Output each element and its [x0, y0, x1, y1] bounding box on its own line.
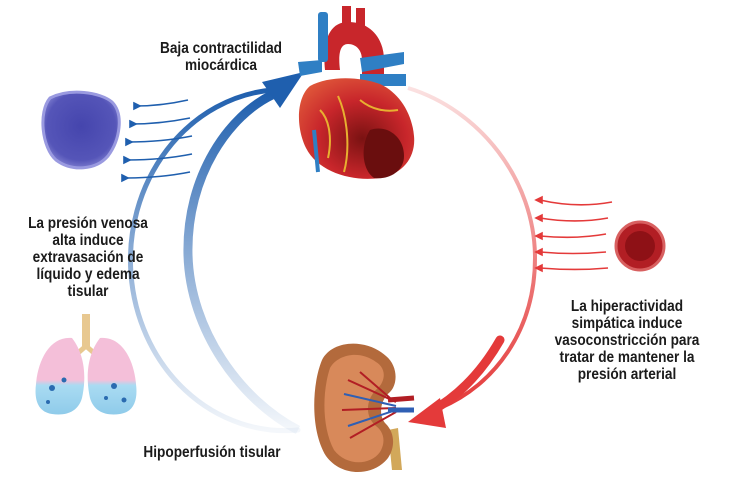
blue-arrowhead [262, 72, 304, 108]
red-arrowhead [408, 398, 446, 428]
label-sympathetic-vasoconstriction: La hiperactividad simpática induce vasoc… [535, 298, 720, 383]
heart-icon [298, 6, 414, 179]
lungs-icon [36, 314, 137, 414]
artery-icon [536, 197, 664, 271]
label-venous-pressure-edema: La presión venosa alta induce extravasac… [14, 215, 162, 300]
red-cycle-arrow [408, 88, 535, 428]
kidney-icon [314, 344, 414, 472]
inflow-arrows-right [536, 197, 612, 271]
label-myocardial-contractility: Baja contractilidad miocárdica [129, 40, 314, 74]
cell-icon [43, 92, 192, 181]
label-tissue-hypoperfusion: Hipoperfusión tisular [124, 444, 300, 461]
